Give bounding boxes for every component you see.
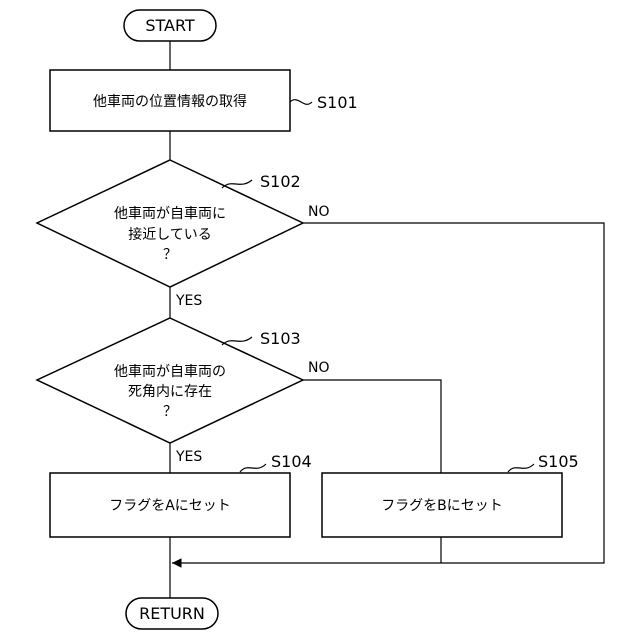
start-label: START bbox=[145, 16, 195, 35]
s103-id: S103 bbox=[260, 329, 301, 348]
s105-leader bbox=[508, 464, 534, 472]
s101-text: 他車両の位置情報の取得 bbox=[93, 93, 247, 110]
s102-no-label: NO bbox=[308, 204, 330, 220]
s103-no-label: NO bbox=[308, 360, 330, 376]
s104-text: フラグをAにセット bbox=[109, 498, 231, 514]
s103-line-1: 他車両が自車両の bbox=[114, 363, 226, 380]
s102-line-2: 接近している bbox=[128, 226, 212, 243]
s103-line-3: ？ bbox=[163, 404, 177, 420]
s105-text: フラグをBにセット bbox=[381, 498, 503, 514]
s102-line-1: 他車両が自車両に bbox=[114, 205, 226, 222]
step-s102: 他車両が自車両に 接近している ？ S102 NO YES bbox=[37, 160, 330, 309]
return-label: RETURN bbox=[139, 604, 205, 623]
step-s103: 他車両が自車両の 死角内に存在 ？ S103 NO YES bbox=[37, 318, 330, 465]
s102-yes-label: YES bbox=[175, 293, 202, 309]
s103-line-2: 死角内に存在 bbox=[128, 384, 212, 400]
s105-id: S105 bbox=[538, 452, 579, 471]
return-terminal: RETURN bbox=[126, 598, 218, 629]
s101-id: S101 bbox=[317, 93, 358, 112]
s101-leader bbox=[290, 100, 312, 105]
step-s105: フラグをBにセット S105 bbox=[322, 452, 579, 537]
s103-yes-label: YES bbox=[175, 449, 202, 465]
start-terminal: START bbox=[124, 10, 216, 41]
s104-id: S104 bbox=[271, 452, 312, 471]
connector-s103-no bbox=[303, 380, 441, 473]
step-s101: 他車両の位置情報の取得 S101 bbox=[50, 70, 358, 131]
s104-leader bbox=[240, 464, 266, 472]
s102-line-3: ？ bbox=[163, 247, 177, 263]
s102-id: S102 bbox=[260, 172, 301, 191]
